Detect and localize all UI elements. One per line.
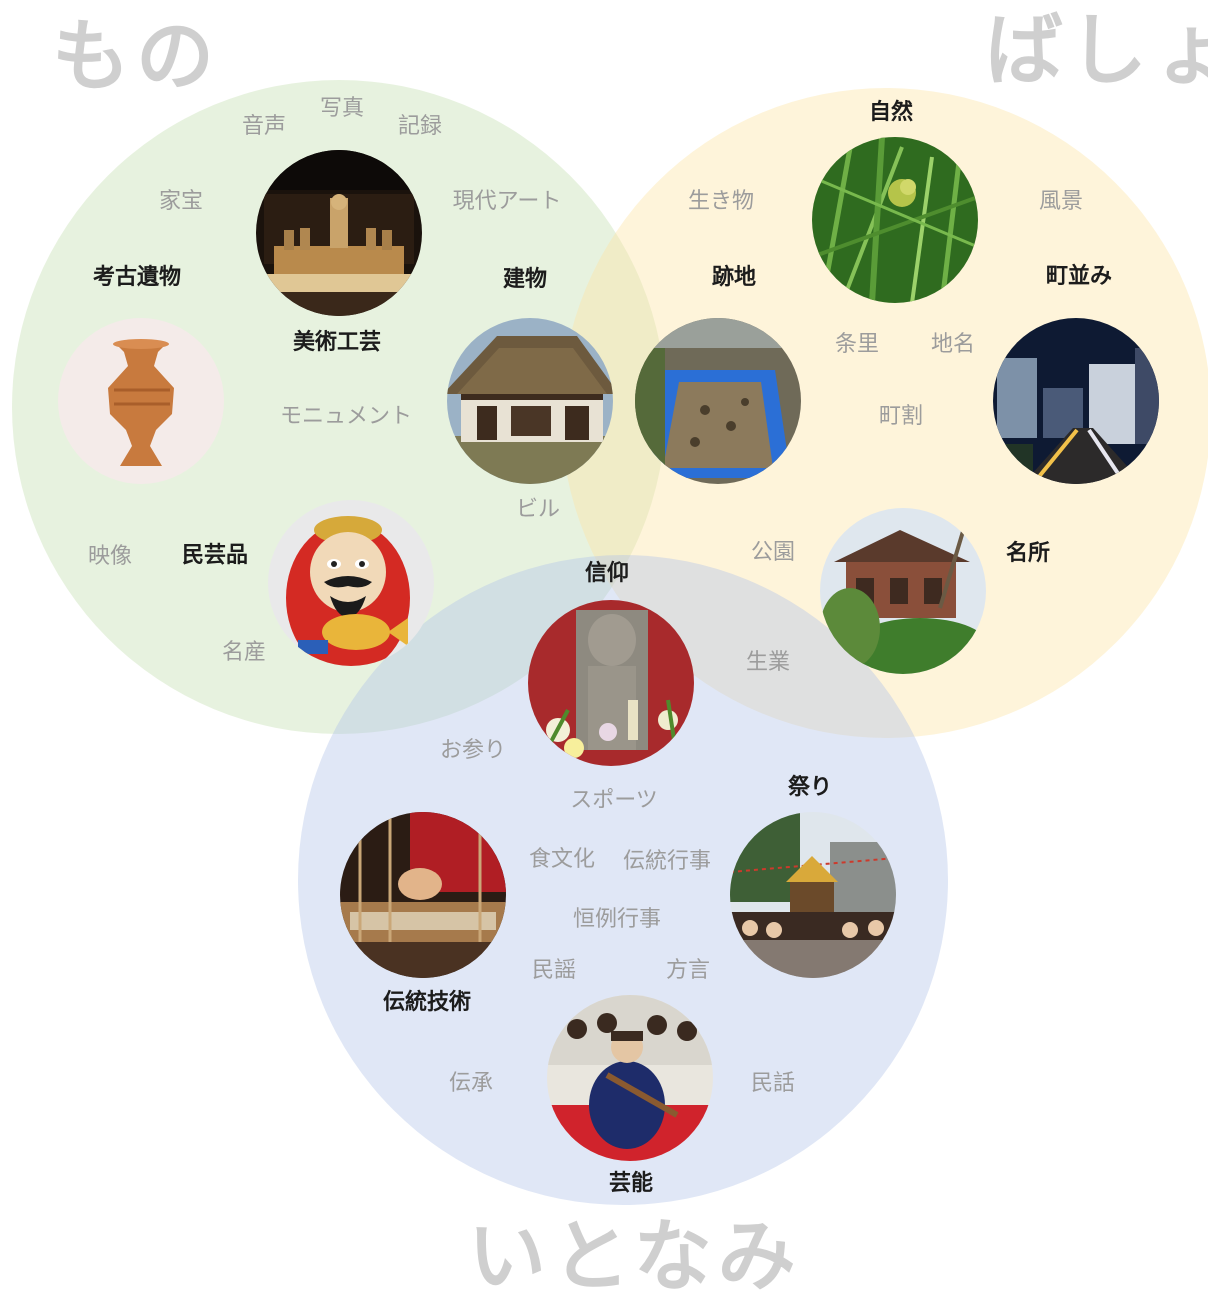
performing-arts-photo	[547, 995, 713, 1161]
label-biru: ビル	[515, 497, 561, 522]
group-title-basho: ばしょ	[985, 6, 1208, 96]
label-shizen: 自然	[868, 100, 914, 125]
label-omairi: お参り	[439, 738, 507, 763]
label-densho: 伝承	[448, 1071, 494, 1096]
label-dento-gijutsu: 伝統技術	[382, 990, 472, 1015]
label-meisho: 名所	[1005, 541, 1051, 566]
label-shokubunka: 食文化	[528, 847, 596, 872]
label-machinami: 町並み	[1045, 264, 1113, 289]
excavation-site-photo	[635, 318, 801, 484]
label-bijutsu-kogei: 美術工芸	[292, 330, 382, 355]
loom-weaving-photo	[340, 812, 506, 978]
label-ikimono: 生き物	[687, 189, 755, 214]
label-koen: 公園	[750, 540, 796, 565]
group-title-mono: もの	[52, 12, 221, 102]
label-kouko-ibutsu: 考古遺物	[92, 265, 182, 290]
label-gendai-art: 現代アート	[452, 189, 562, 214]
stone-jizo-photo	[528, 600, 694, 766]
grass-nature-photo	[812, 137, 978, 303]
festival-photo	[730, 812, 896, 978]
label-jori: 条里	[834, 332, 880, 357]
label-mingeihin: 民芸品	[181, 543, 249, 568]
label-kiroku: 記録	[397, 114, 443, 139]
label-fukei: 風景	[1038, 189, 1084, 214]
thatched-house-photo	[447, 318, 613, 484]
ebisu-doll-photo	[268, 500, 434, 666]
haniwa-vase-photo	[58, 318, 224, 484]
label-shashin: 写真	[319, 96, 365, 121]
label-matsuri: 祭り	[787, 775, 833, 800]
famous-place-photo	[820, 508, 986, 674]
label-chimei: 地名	[930, 332, 976, 357]
statue-exhibit-photo	[256, 150, 422, 316]
label-meisan: 名産	[221, 640, 267, 665]
label-minwa: 民話	[750, 1071, 796, 1096]
label-monument: モニュメント	[279, 404, 413, 429]
label-eizo: 映像	[87, 544, 133, 569]
label-minyo: 民謡	[531, 958, 577, 983]
label-tatemono: 建物	[502, 267, 548, 292]
label-shinko: 信仰	[584, 561, 630, 586]
label-geino: 芸能	[608, 1171, 654, 1196]
label-seigyo: 生業	[745, 650, 791, 675]
label-kaho: 家宝	[158, 189, 204, 214]
label-machiwari: 町割	[878, 404, 924, 429]
label-korei-gyoji: 恒例行事	[572, 907, 662, 932]
city-night-photo	[993, 318, 1159, 484]
label-hogen: 方言	[665, 958, 711, 983]
label-sports: スポーツ	[570, 788, 658, 813]
label-dento-gyoji: 伝統行事	[622, 849, 712, 874]
label-onsei: 音声	[241, 114, 287, 139]
group-title-itonami: いとなみ	[468, 1212, 802, 1297]
label-sekichi: 跡地	[711, 265, 757, 290]
